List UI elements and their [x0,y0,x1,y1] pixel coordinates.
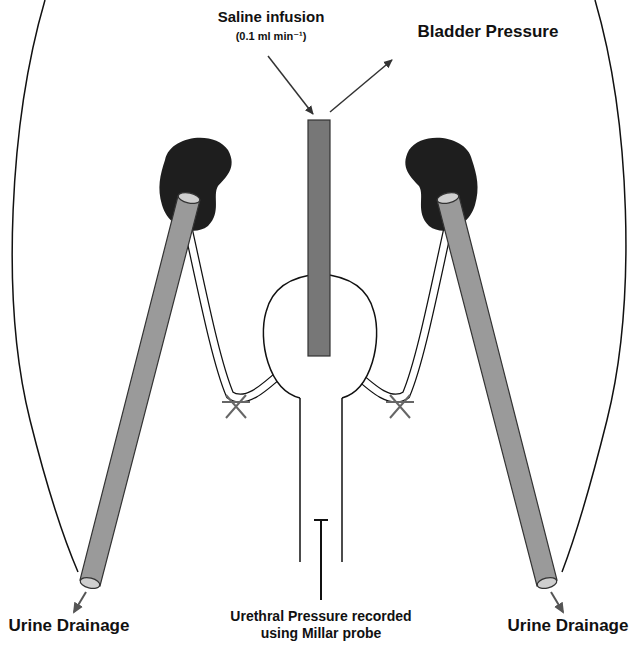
urethra [299,398,301,562]
flow-arrow [74,592,86,612]
urethral-pressure-label: Urethral Pressure recorded using Millar … [226,608,416,642]
ligature [386,395,414,418]
rate-label: (0.1 ml min⁻¹) [196,30,346,43]
infusion-label: Saline infusion [196,8,346,26]
bladder-catheter [308,120,330,356]
drainage-catheter [437,196,557,586]
drainage-label: Urine Drainage [4,616,134,636]
flow-arrow [551,592,563,612]
ureter [183,205,282,398]
pressure-arrow [330,60,392,112]
body-outline [562,0,626,572]
infusion-arrow [268,56,313,114]
millar-probe [320,520,322,600]
pressure-label: Bladder Pressure [398,22,578,42]
urethra [341,398,343,562]
ligature [222,395,250,418]
body-outline [12,0,78,572]
drainage-label: Urine Drainage [503,616,633,636]
drainage-catheter [80,196,200,586]
